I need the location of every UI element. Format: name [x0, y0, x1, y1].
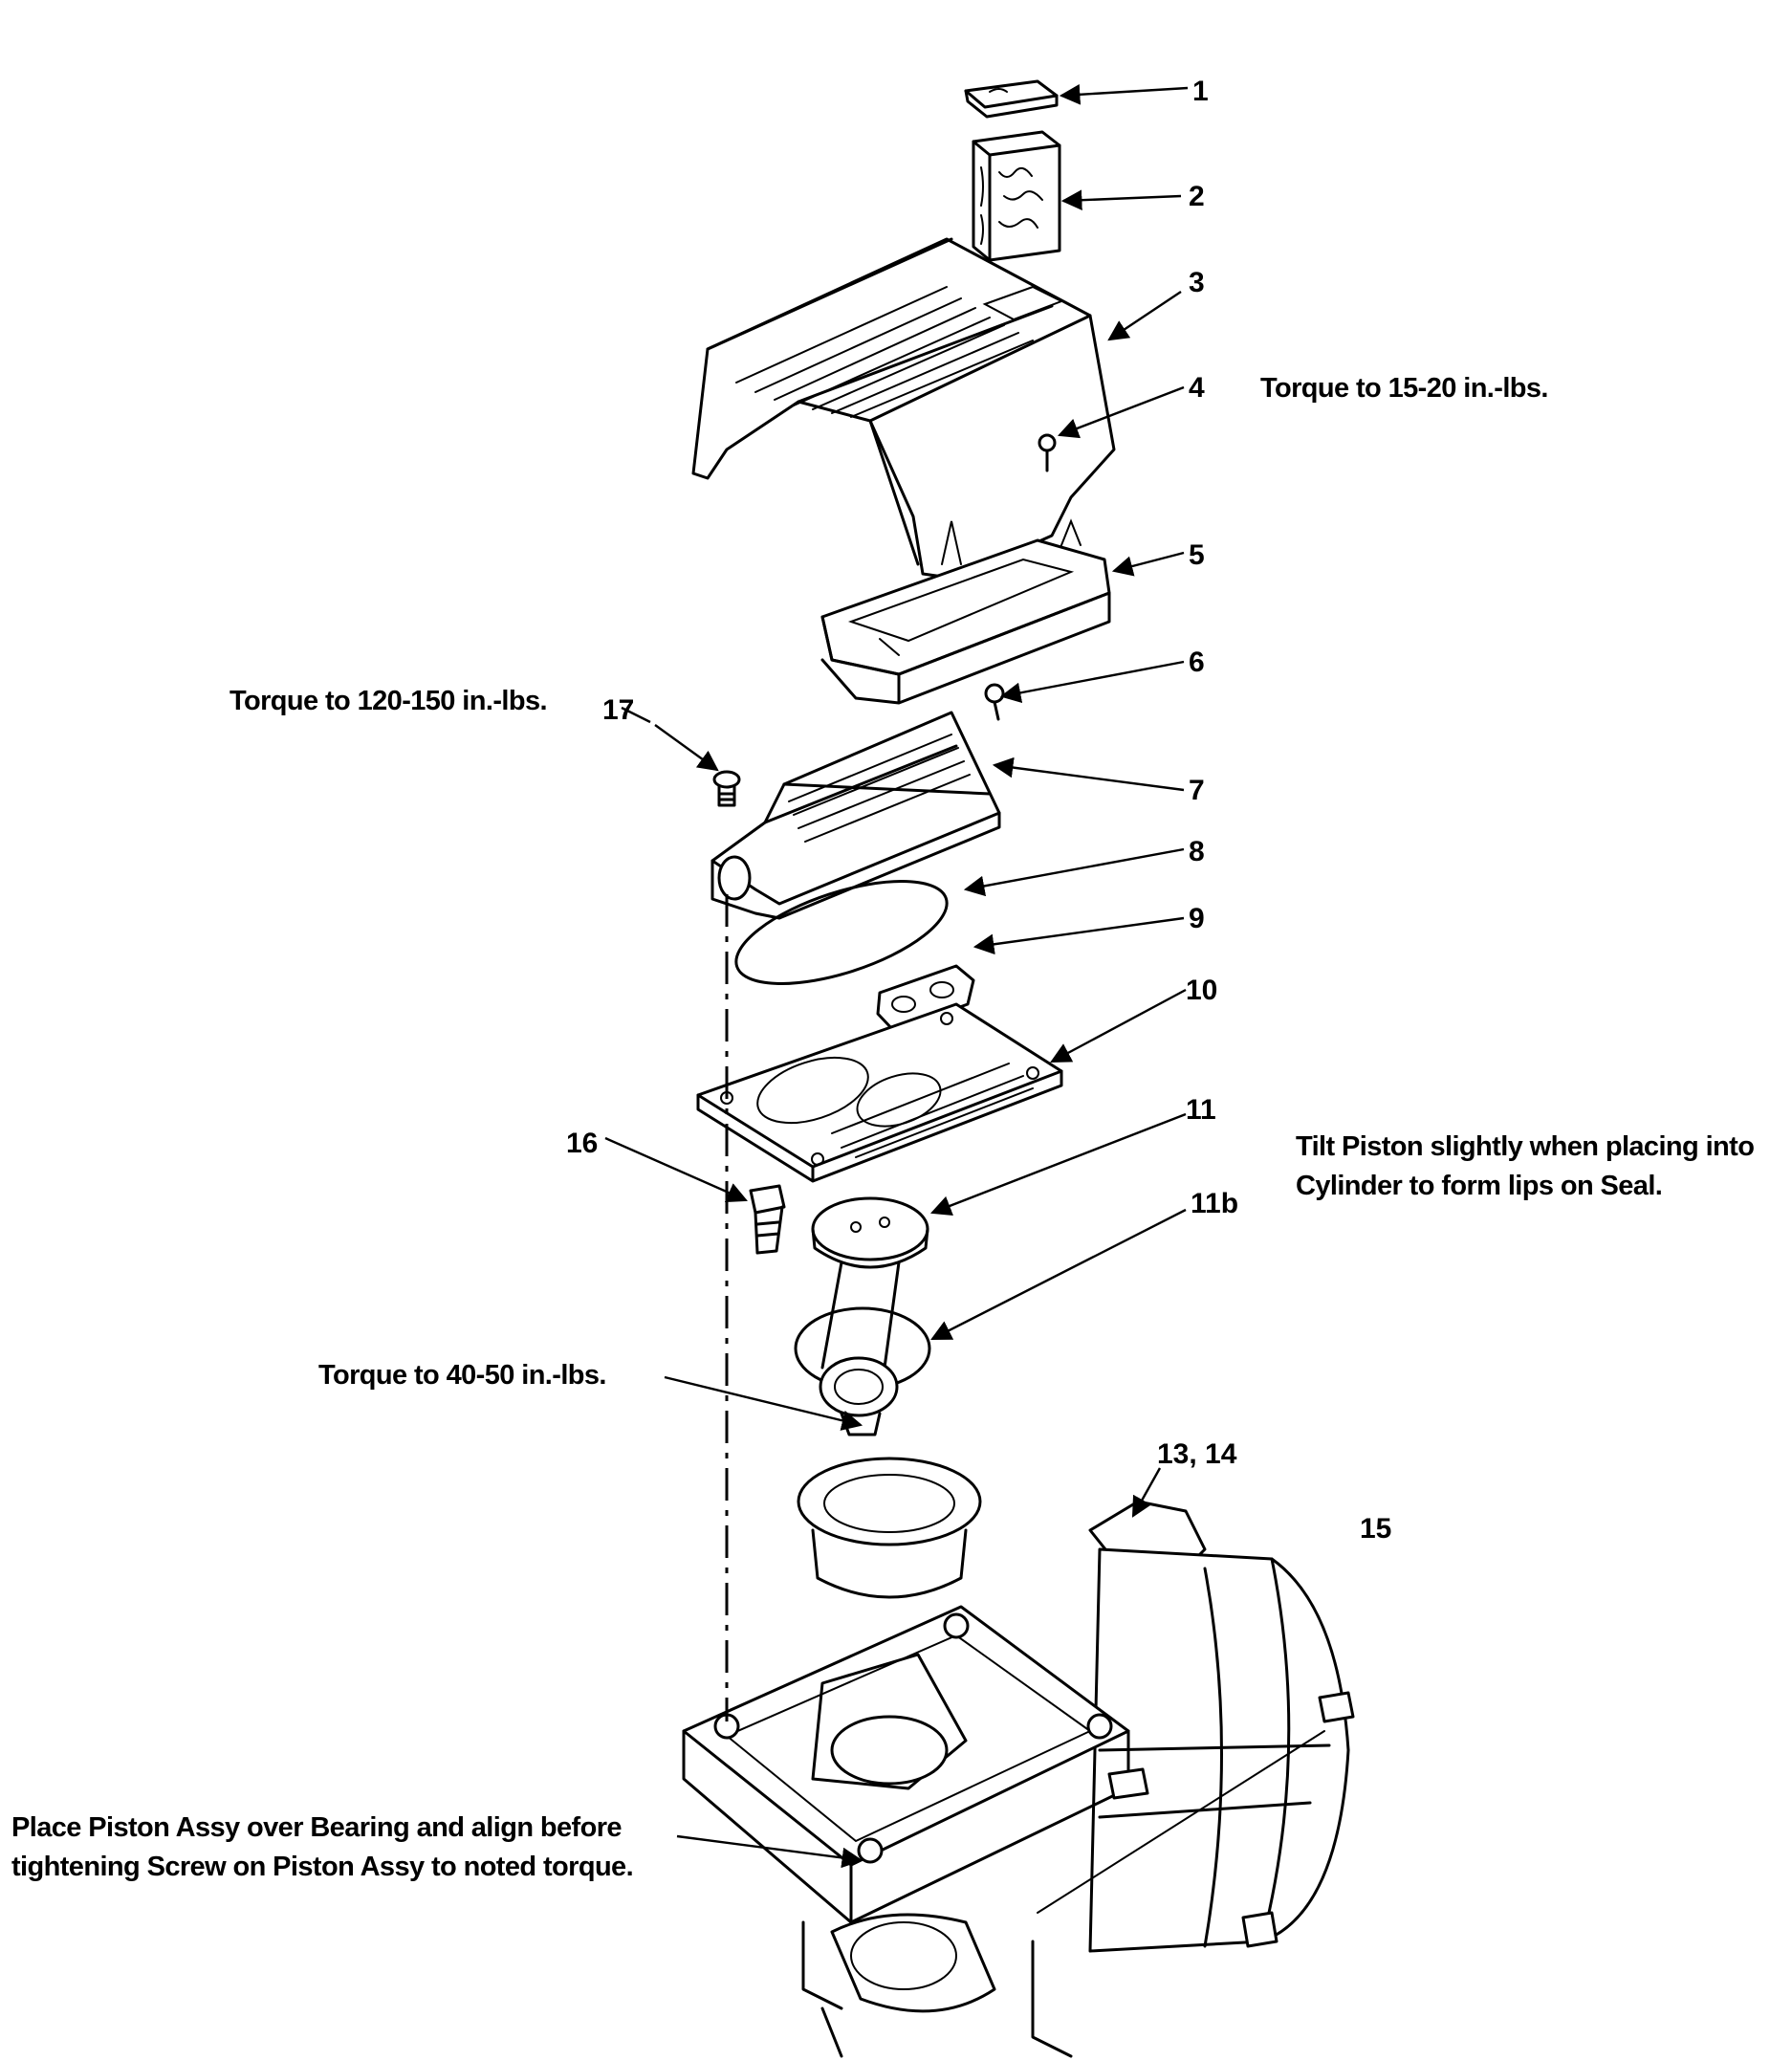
- part-8-o-ring: [734, 880, 949, 985]
- crankcase-motor: [682, 1500, 1355, 2058]
- note-tilt-piston-line2: Cylinder to form lips on Seal.: [1296, 1171, 1662, 1201]
- callout-13-14: 13, 14: [1157, 1438, 1237, 1470]
- note-torque-part-4: Torque to 15-20 in.-lbs.: [1260, 373, 1548, 404]
- note-tilt-piston-line1: Tilt Piston slightly when placing into: [1296, 1131, 1754, 1162]
- part-11-piston: [811, 1196, 929, 1269]
- callout-10: 10: [1186, 975, 1217, 1006]
- callout-11b: 11b: [1191, 1188, 1238, 1219]
- part-2-filter: [972, 130, 1061, 262]
- callout-5: 5: [1189, 539, 1205, 571]
- callout-16: 16: [566, 1128, 598, 1159]
- part-6-screw: [984, 683, 1005, 721]
- callout-15: 15: [1360, 1513, 1391, 1545]
- part-5-housing: [820, 538, 1111, 705]
- part-10-valve-plate: [696, 1002, 1063, 1183]
- part-1-cap: [964, 79, 1059, 119]
- callout-3: 3: [1189, 267, 1205, 298]
- callout-4: 4: [1189, 372, 1205, 404]
- callout-11: 11: [1186, 1094, 1216, 1126]
- callout-2: 2: [1189, 181, 1205, 212]
- part-11b-rod: [794, 1261, 931, 1436]
- part-7-head: [710, 711, 1001, 920]
- callout-17: 17: [602, 694, 634, 726]
- part-9-valve: [876, 964, 975, 1033]
- leader-lines: [604, 84, 1189, 1869]
- part-17-screw: [712, 770, 741, 807]
- note-place-piston-line1: Place Piston Assy over Bearing and align…: [11, 1812, 622, 1843]
- callout-1: 1: [1192, 76, 1209, 107]
- note-place-piston-line2: tightening Screw on Piston Assy to noted…: [11, 1852, 633, 1882]
- cylinder-sleeve: [797, 1457, 982, 1599]
- part-16-fitting: [749, 1184, 786, 1255]
- note-torque-rod: Torque to 40-50 in.-lbs.: [318, 1360, 606, 1391]
- note-torque-part-17: Torque to 120-150 in.-lbs.: [229, 686, 547, 716]
- callout-6: 6: [1189, 647, 1205, 678]
- callout-7: 7: [1189, 775, 1205, 806]
- part-3-shroud: [691, 237, 1116, 581]
- callout-8: 8: [1189, 836, 1205, 867]
- callout-9: 9: [1189, 903, 1205, 934]
